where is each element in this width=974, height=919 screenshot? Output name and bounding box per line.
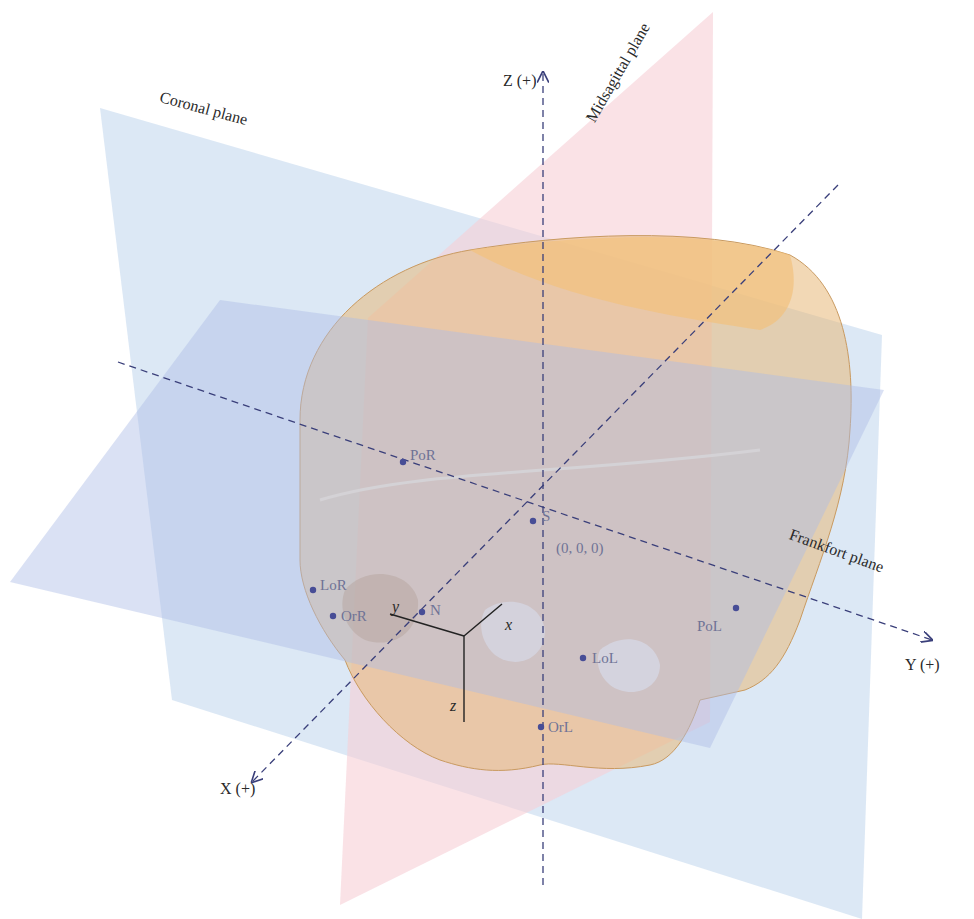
axis-label: Y (+) xyxy=(905,656,940,674)
landmarks xyxy=(310,459,739,730)
frankfort-plane xyxy=(10,300,884,748)
skull-opening xyxy=(470,237,794,330)
origin-label: (0, 0, 0) xyxy=(556,540,604,557)
axis-label: X (+) xyxy=(220,780,255,798)
landmark-label: S xyxy=(542,508,550,525)
landmark-label: LoR xyxy=(320,577,347,594)
axis-label: Z (+) xyxy=(503,72,536,90)
landmark-label: OrL xyxy=(548,719,573,736)
local-x-axis xyxy=(464,604,502,636)
y-axis xyxy=(118,362,932,640)
landmark-label: N xyxy=(430,602,441,619)
z-axis xyxy=(542,72,543,885)
axis-label: y xyxy=(392,598,399,616)
local-y-axis xyxy=(390,614,464,636)
plane-label: Coronal plane xyxy=(158,88,250,128)
local-z-axis xyxy=(463,636,464,722)
landmark-label: PoL xyxy=(697,618,722,635)
axis-label: z xyxy=(450,697,456,715)
landmark-label: LoL xyxy=(592,650,618,667)
x-axis xyxy=(252,185,838,782)
landmark-label: OrR xyxy=(341,608,367,625)
axis-label: x xyxy=(505,616,512,634)
landmark-label: PoR xyxy=(410,447,436,464)
